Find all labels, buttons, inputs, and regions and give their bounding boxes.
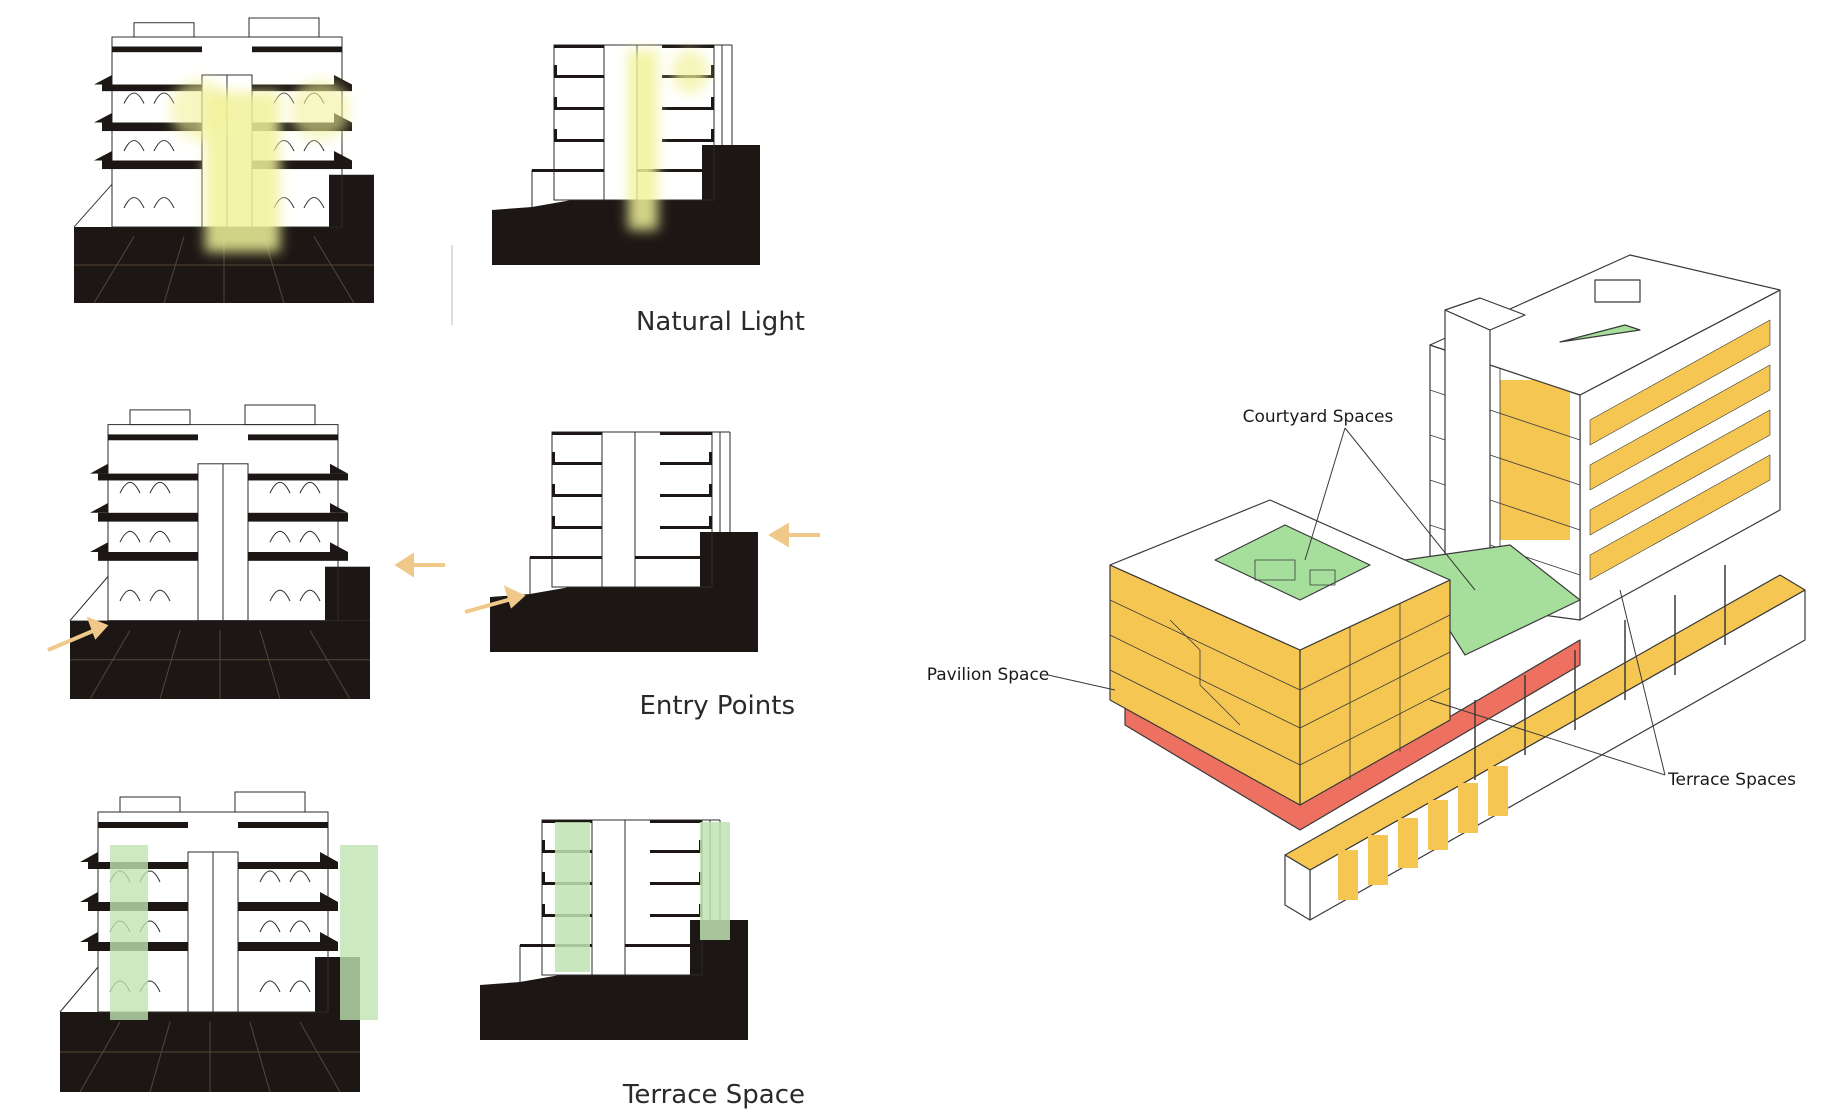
terrace-green-section xyxy=(555,822,730,972)
core-tower-top xyxy=(1444,297,1526,331)
tower-roof-skylight xyxy=(1559,324,1641,343)
entry-arrows xyxy=(47,522,820,652)
podium-columns xyxy=(1474,565,1726,780)
entry-points-panel: Entry Points xyxy=(47,404,820,721)
terrace-space-panel: Terrace Space xyxy=(59,791,805,1110)
label-terrace-spaces: Terrace Spaces xyxy=(1667,770,1796,790)
podium-windows xyxy=(1338,766,1508,900)
natural-light-panel: Natural Light xyxy=(73,17,805,337)
tower-left-terraces xyxy=(1500,380,1570,540)
section-2 xyxy=(489,431,759,653)
light-wells-haveli xyxy=(170,80,350,252)
tower-terraces xyxy=(1589,319,1771,581)
terrace-green-haveli xyxy=(110,845,378,1020)
section-1 xyxy=(491,44,761,266)
leader-lines xyxy=(1047,427,1666,776)
caption-terrace-space: Terrace Space xyxy=(622,1080,805,1110)
roof-box xyxy=(1594,279,1641,303)
front-block-right-slabs xyxy=(1299,600,1451,780)
caption-natural-light: Natural Light xyxy=(636,307,805,337)
haveli-elevation-3 xyxy=(59,791,361,1093)
podium-base-side xyxy=(1284,854,1311,921)
caption-entry-points: Entry Points xyxy=(639,691,795,721)
label-pavilion-space: Pavilion Space xyxy=(927,665,1050,685)
label-courtyard-spaces: Courtyard Spaces xyxy=(1243,407,1394,427)
front-block-slabs xyxy=(1109,599,1301,766)
tower-roof xyxy=(1429,254,1781,396)
axonometric-building xyxy=(1109,254,1806,921)
haveli-elevation-2 xyxy=(69,404,371,700)
light-wells-section xyxy=(628,50,708,230)
courtyard-roof-features xyxy=(1254,559,1336,586)
courtyard-roof xyxy=(1214,524,1371,601)
